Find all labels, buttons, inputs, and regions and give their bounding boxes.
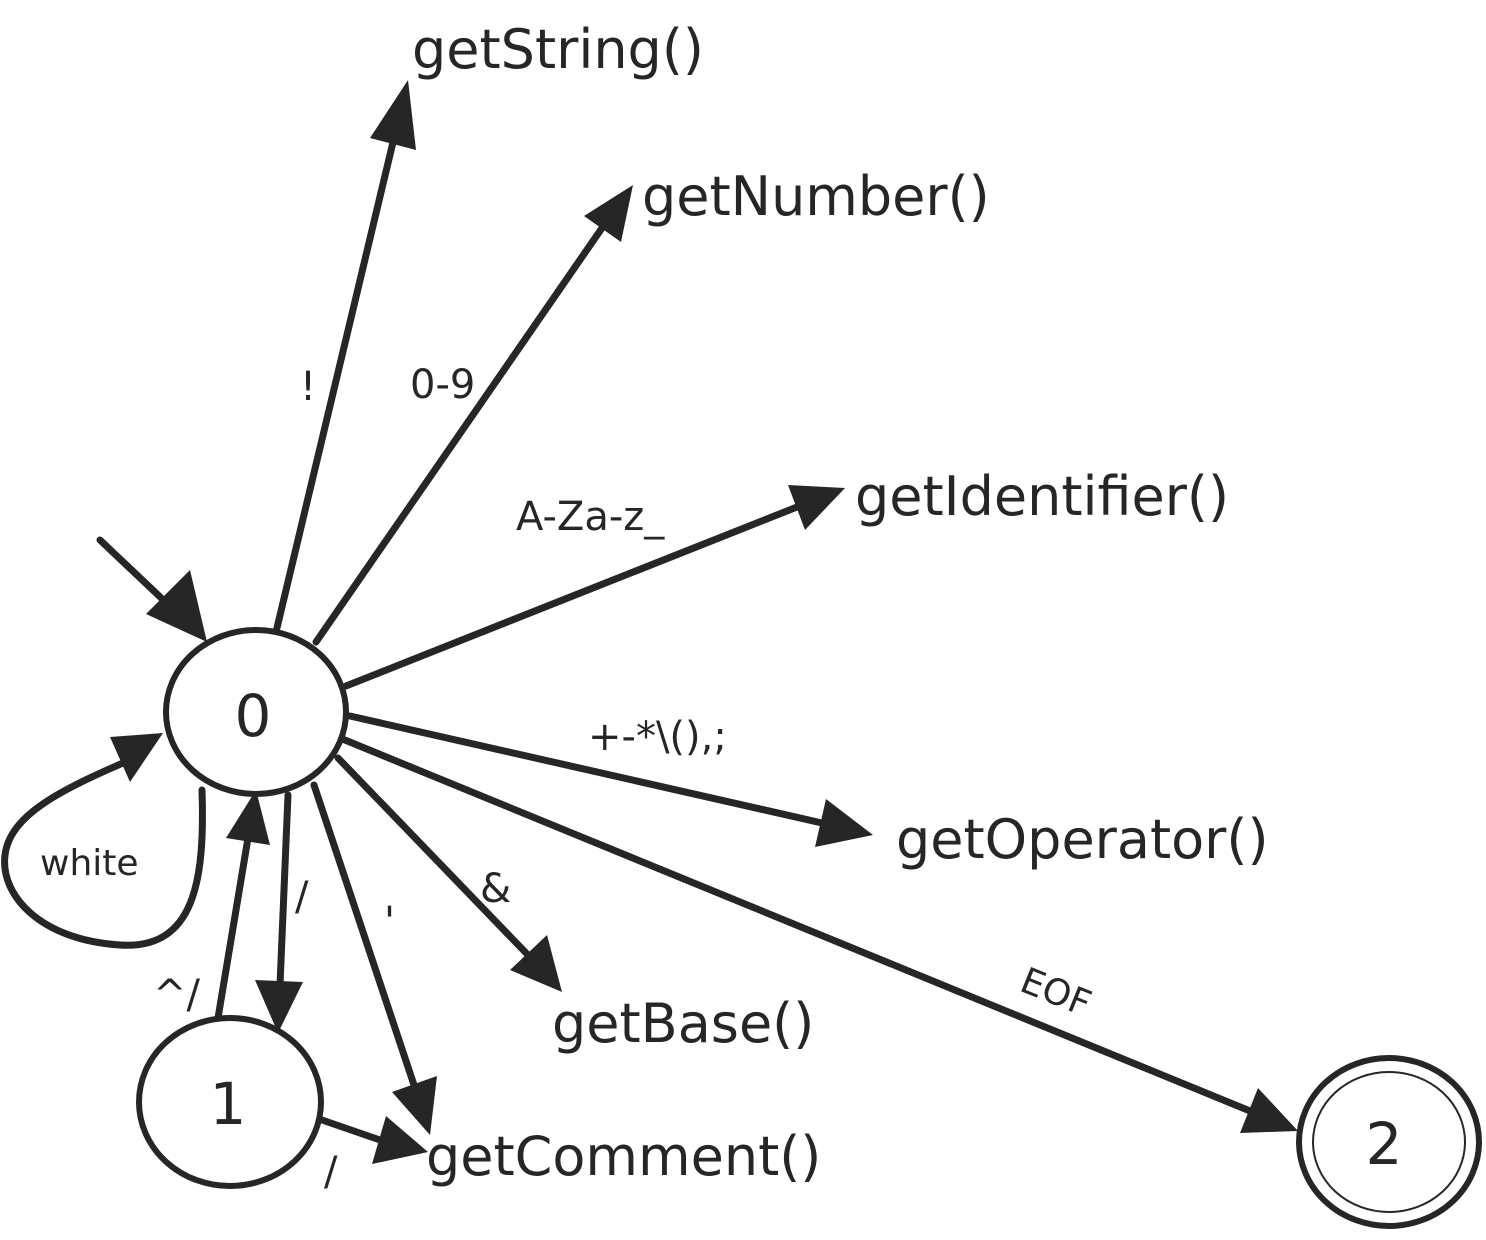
- target-getoperator: getOperator(): [896, 808, 1269, 871]
- label-to-state-1: /: [295, 874, 309, 920]
- edge-to-state-1: [255, 791, 303, 1033]
- target-getcomment: getComment(): [426, 1125, 821, 1188]
- edge-to-getidentifier: [342, 485, 845, 690]
- target-getstring: getString(): [412, 18, 704, 81]
- edge-state-1-to-getcomment: [318, 1116, 428, 1164]
- start-arrow: [96, 536, 207, 642]
- label-number: 0-9: [410, 362, 475, 408]
- label-operator: +-*\(),;: [588, 714, 727, 760]
- target-getnumber: getNumber(): [642, 165, 990, 228]
- label-comment-direct: ': [384, 899, 395, 945]
- edge-to-getstring: [272, 80, 416, 636]
- edge-state-1-back: [214, 790, 270, 1022]
- target-getidentifier: getIdentifier(): [855, 465, 1229, 528]
- label-state-1-back: ^/: [153, 972, 201, 1018]
- target-getbase: getBase(): [552, 992, 814, 1055]
- edge-to-accept-state: [336, 734, 1298, 1133]
- label-eof: EOF: [1015, 960, 1097, 1025]
- edge-to-getnumber: [312, 185, 633, 646]
- state-1-label: 1: [210, 1070, 247, 1138]
- label-base: &: [480, 866, 511, 912]
- edge-to-getbase: [334, 754, 562, 992]
- label-state-1-to-comment: /: [324, 1149, 338, 1195]
- state-2-label: 2: [1366, 1110, 1403, 1178]
- label-identifier: A-Za-z_: [516, 494, 665, 540]
- label-string: !: [300, 364, 316, 410]
- state-0-label: 0: [235, 682, 272, 750]
- state-0: 0: [163, 627, 349, 797]
- edge-to-getoperator: [346, 712, 873, 847]
- state-2-accepting: 2: [1296, 1055, 1482, 1229]
- state-1: 1: [136, 1015, 324, 1189]
- label-self-loop: white: [40, 843, 139, 884]
- self-loop-white: [1, 733, 206, 949]
- edge-to-getcomment-direct: [310, 781, 437, 1135]
